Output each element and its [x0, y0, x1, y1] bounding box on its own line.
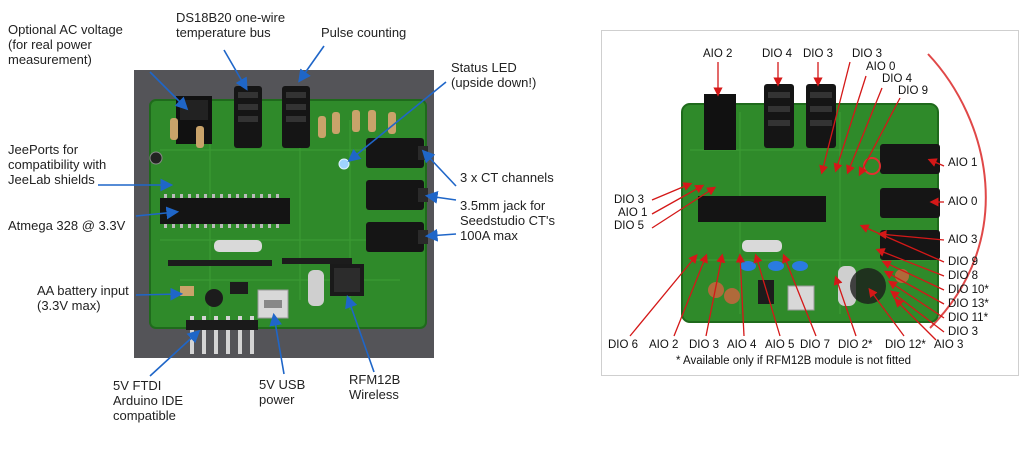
label-atmega: Atmega 328 @ 3.3V [8, 218, 126, 233]
arrow-battery [135, 287, 184, 301]
arrow-pulse [298, 45, 325, 83]
label-35mm-jack: 3.5mm jack for Seedstudio CT's 100A max [460, 198, 555, 243]
label-status-led: Status LED (upside down!) [451, 60, 537, 90]
crystal [214, 240, 262, 252]
pin-label-top: AIO 2 [703, 48, 733, 60]
arrow-ac [149, 71, 189, 111]
pin-label-bottom: AIO 5 [765, 339, 795, 351]
atmega-chip [160, 198, 290, 224]
label-pulse-counting: Pulse counting [321, 25, 407, 40]
arrow-ct-2 [424, 191, 457, 204]
arrow-rfm [345, 294, 375, 373]
pin-label-bottom: DIO 6 [608, 339, 639, 351]
pin-label-top: DIO 4 [882, 73, 913, 85]
arrow-ftdi [149, 329, 201, 377]
pin-label-top: DIO 3 [803, 48, 834, 60]
pin-label-top: AIO 0 [866, 61, 896, 73]
arrow-ct-3 [424, 228, 457, 242]
label-battery-input: AA battery input (3.3V max) [37, 283, 129, 313]
label-jeeports: JeePorts for compatibility with JeeLab s… [8, 142, 107, 187]
label-rfm12b: RFM12B Wireless [349, 372, 401, 402]
label-temperature-bus: DS18B20 one-wire temperature bus [176, 10, 286, 40]
arrow-led [347, 81, 447, 163]
ct-jack-2 [366, 180, 424, 210]
pin-label-left: DIO 3 [614, 194, 645, 206]
red-curve [927, 53, 987, 329]
pin-label-right: DIO 11* [948, 312, 989, 324]
pin-label-right: DIO 3 [948, 326, 979, 338]
label-ftdi: 5V FTDI Arduino IDE compatible [113, 378, 184, 423]
pin-label-top: DIO 3 [852, 48, 883, 60]
pin-label-right: AIO 1 [948, 157, 978, 169]
ct-jack-1 [366, 138, 424, 168]
ct-jack-3 [366, 222, 424, 252]
pin-label-right: AIO 3 [948, 234, 978, 246]
pin-label-right: DIO 8 [948, 270, 979, 282]
label-usb-power: 5V USB power [259, 377, 306, 407]
pin-label-bottom: AIO 4 [727, 339, 757, 351]
pin-label-bottom: DIO 2* [838, 339, 873, 351]
pin-label-left: AIO 1 [618, 207, 648, 219]
pin-label-right: AIO 0 [948, 196, 978, 208]
pin-label-bottom: AIO 2 [649, 339, 679, 351]
pin-label-bottom: DIO 12* [885, 339, 926, 351]
pin-label-bottom: DIO 7 [800, 339, 831, 351]
pin-label-top: DIO 9 [898, 85, 929, 97]
arrow-ct-1 [421, 149, 457, 187]
arrow-temp [223, 49, 248, 91]
footnote: * Available only if RFM12B module is not… [676, 355, 912, 367]
arrow-atmega [135, 206, 180, 220]
pin-label-right: DIO 10* [948, 284, 989, 296]
label-ac-voltage: Optional AC voltage (for real power meas… [8, 22, 123, 67]
ftdi-header [186, 320, 258, 330]
pin-label-right: DIO 9 [948, 256, 979, 268]
pin-label-right: DIO 13* [948, 298, 989, 310]
pin-label-right: AIO 3 [934, 339, 964, 351]
pin-label-top: DIO 4 [762, 48, 793, 60]
arrow-usb [269, 312, 285, 375]
pin-label-bottom: DIO 3 [689, 339, 720, 351]
status-led [338, 158, 350, 170]
label-ct-channels: 3 x CT channels [460, 170, 554, 185]
pin-label-left: DIO 5 [614, 220, 645, 232]
